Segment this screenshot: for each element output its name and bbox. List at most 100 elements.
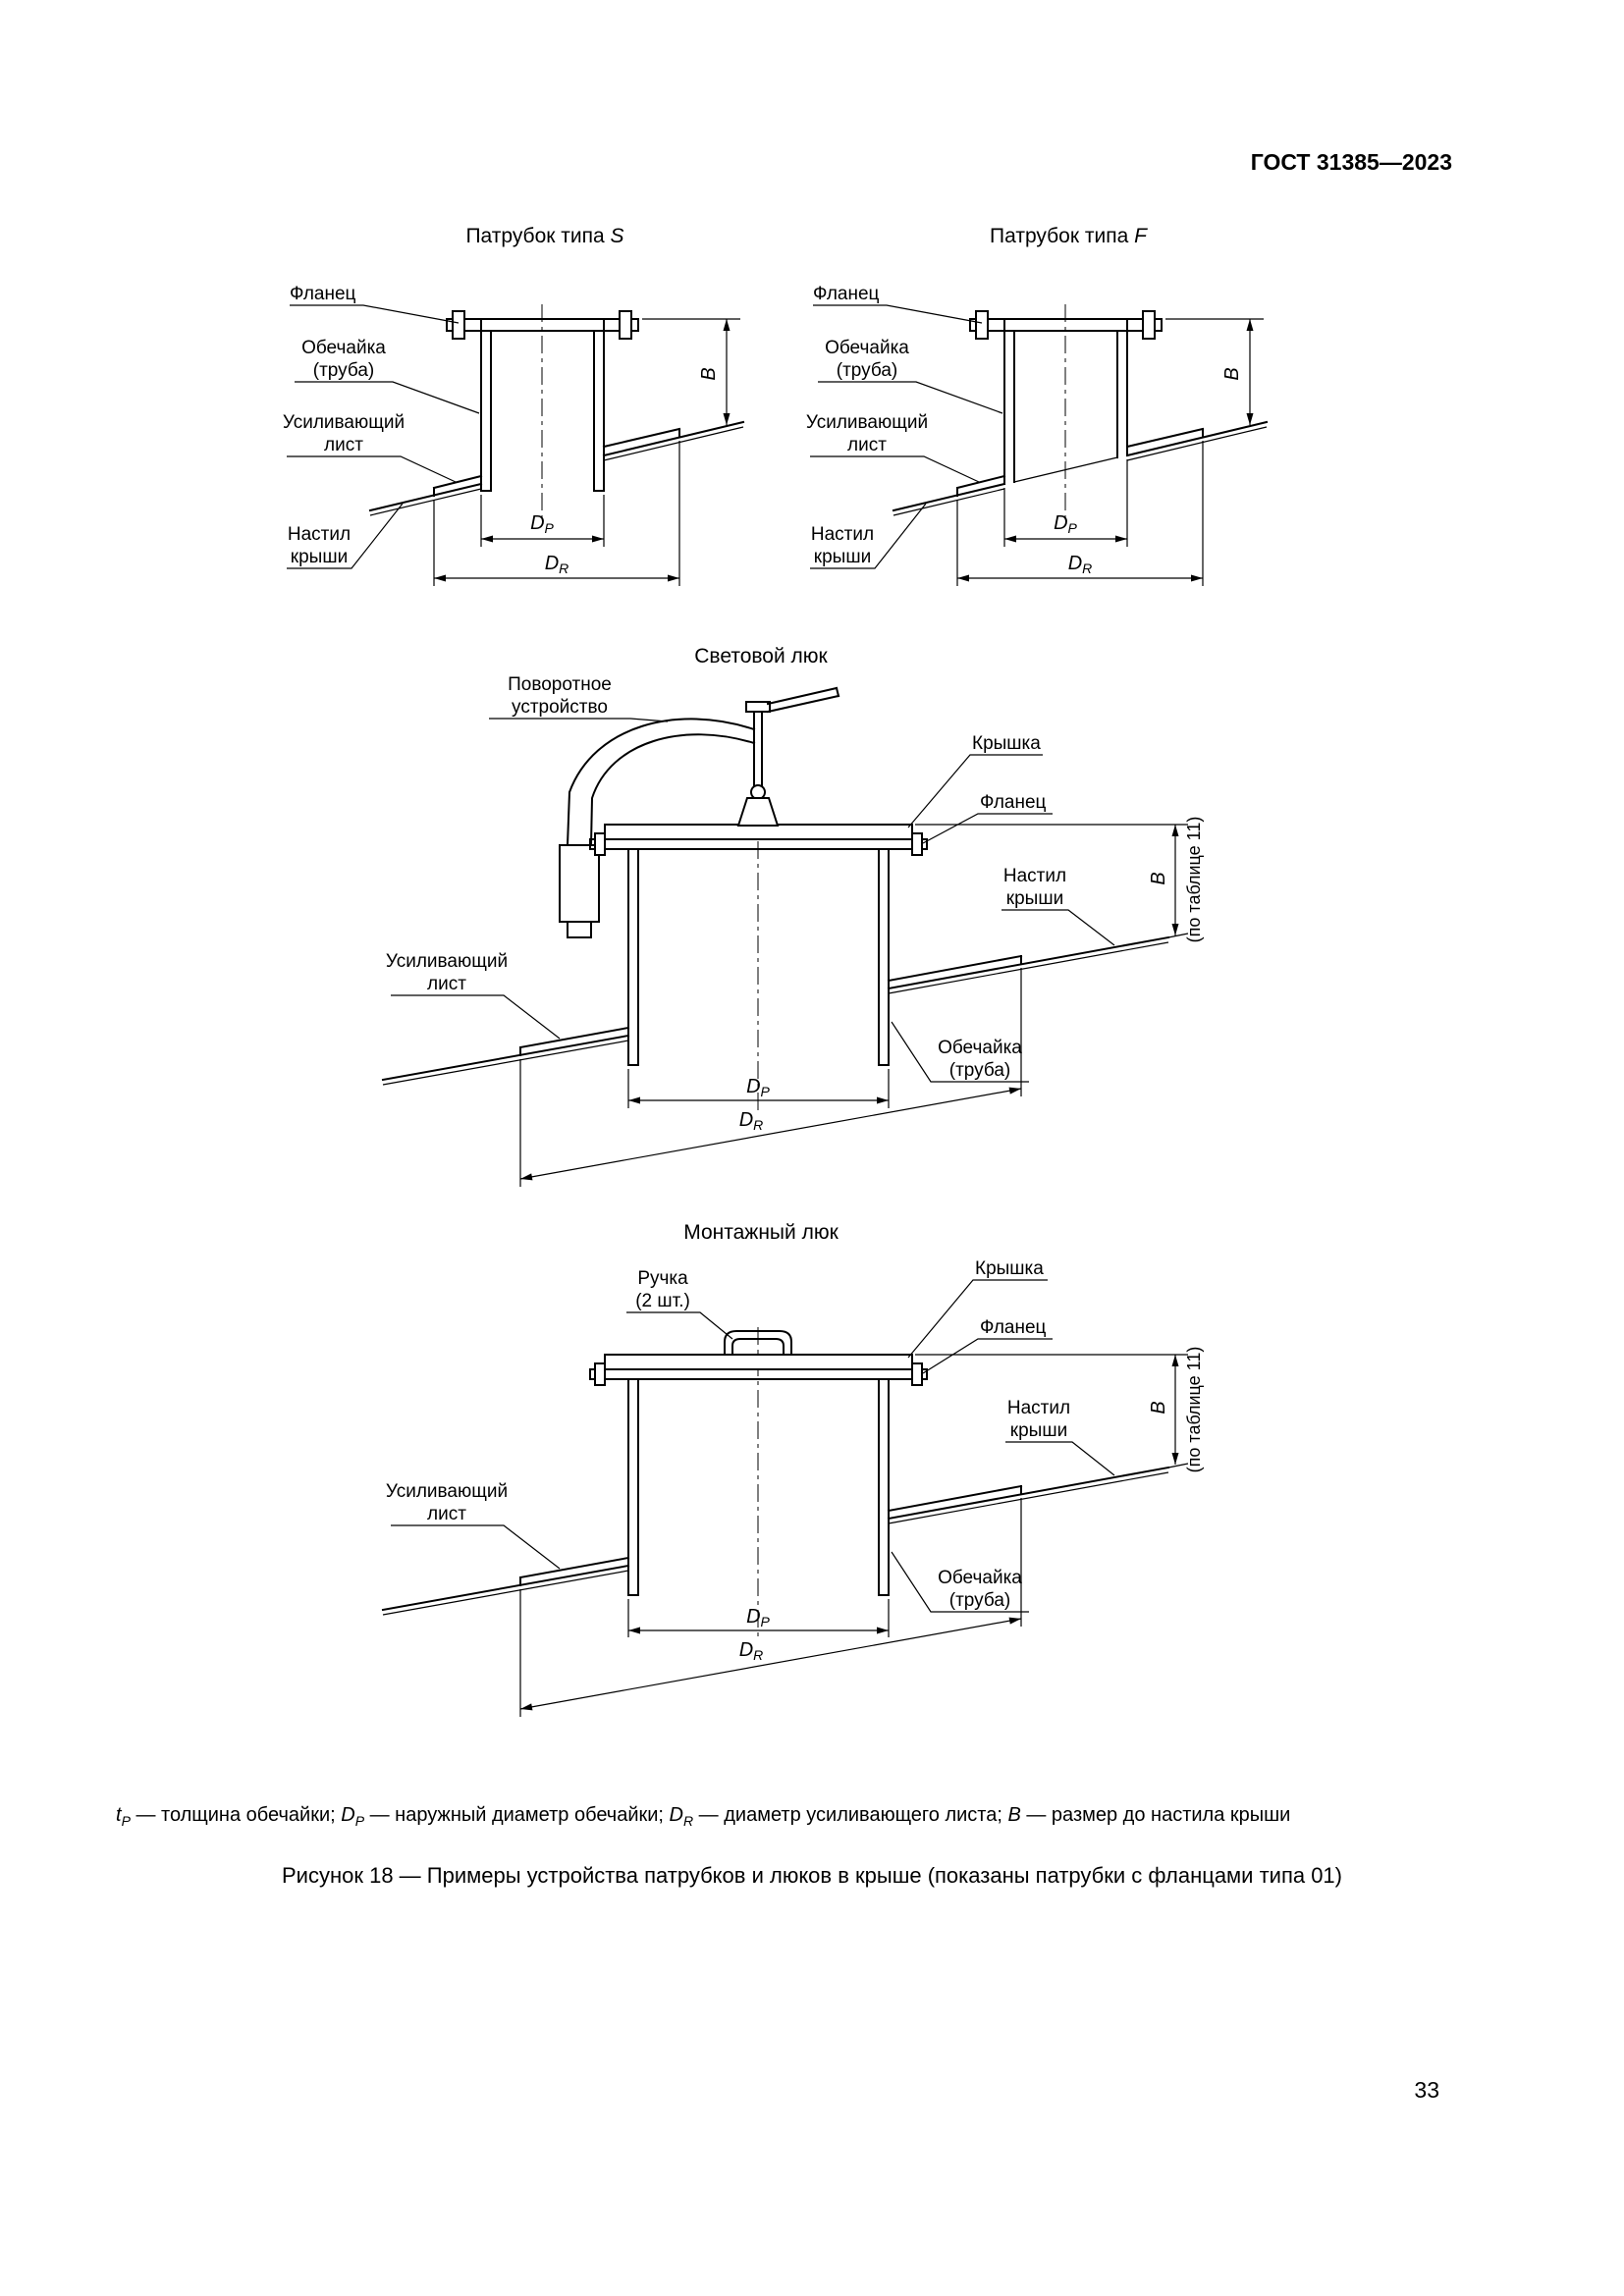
label-roof-deck: Настил крыши [810, 503, 927, 569]
label-reinf-text1: Усиливающий [386, 1481, 508, 1502]
dim-dp-label: DP [746, 1606, 770, 1629]
label-deck-text2: крыши [291, 547, 348, 567]
label-reinf-text1: Усиливающий [806, 412, 928, 433]
dimension-b: B [1165, 318, 1264, 425]
diagram-mounting-hatch: Монтажный люк Ручка [381, 1221, 1204, 1717]
label-reinf-text2: лист [427, 1504, 466, 1524]
label-handle-text2: (2 шт.) [635, 1291, 690, 1311]
diagram-title-nozzle-f: Патрубок типа F [990, 225, 1148, 247]
dim-dr-label: DR [739, 1109, 764, 1133]
label-reinforcing-plate: Усиливающий лист [386, 1481, 561, 1570]
footnote-text-1: — толщина обечайки; [130, 1804, 342, 1826]
dimension-dr: DR [956, 441, 1204, 586]
label-shell-text1: Обечайка [825, 338, 909, 358]
label-flange: Фланец [922, 1317, 1053, 1374]
label-cover-text: Крышка [975, 1258, 1044, 1279]
roof-deck-drawing [381, 933, 1189, 1086]
footnote-sub-p1: P [121, 1813, 131, 1829]
dim-b-label: B [1148, 872, 1169, 884]
label-deck-text1: Настил [811, 524, 874, 545]
footnote-text-3: — диаметр усиливающего листа; [693, 1804, 1008, 1826]
dimension-dr: DR [519, 1498, 1022, 1717]
label-shell: Обечайка (труба) [295, 338, 480, 414]
dimension-b: B (по таблице 11) [915, 1347, 1204, 1473]
dimension-dr: DR [433, 441, 680, 586]
diagram-title-mounting-hatch: Монтажный люк [683, 1221, 839, 1244]
footnote-sub-r: R [683, 1813, 694, 1829]
label-handle-text1: Ручка [637, 1268, 688, 1289]
label-shell-text1: Обечайка [938, 1038, 1022, 1058]
reinforcing-plate-drawing [955, 427, 1205, 497]
roof-deck-drawing [381, 1463, 1189, 1616]
label-swivel-text2: устройство [512, 697, 608, 718]
dim-dr-label: DR [1068, 553, 1093, 576]
label-reinf-text2: лист [427, 974, 466, 994]
dim-b-note: (по таблице 11) [1184, 1347, 1204, 1473]
label-swivel-device: Поворотное устройство [489, 674, 669, 722]
label-roof-deck: Настил крыши [1001, 866, 1115, 946]
label-deck-text1: Настил [1003, 866, 1066, 886]
dimension-dp: DP [1003, 459, 1128, 547]
dim-b-label: B [698, 367, 720, 380]
pipe-shell-drawing [1003, 318, 1128, 485]
dimension-dp: DP [480, 495, 605, 547]
label-reinf-text2: лист [324, 435, 363, 455]
footnote-sub-p2: P [354, 1813, 365, 1829]
diagram-title-nozzle-s: Патрубок типа S [465, 225, 623, 247]
dim-dp-label: DP [1054, 512, 1077, 536]
label-reinf-text1: Усиливающий [283, 412, 405, 433]
label-roof-deck: Настил крыши [1005, 1398, 1115, 1476]
label-deck-text2: крыши [1010, 1420, 1067, 1441]
shell-drawing [627, 1378, 890, 1596]
label-shell-text1: Обечайка [938, 1568, 1022, 1588]
dim-dp-label: DP [746, 1076, 770, 1099]
reinforcing-plate-drawing [432, 427, 681, 497]
label-handle: Ручка (2 шт.) [626, 1268, 733, 1340]
label-deck-text1: Настил [1007, 1398, 1070, 1418]
dim-dp-label: DP [530, 512, 554, 536]
label-cover-text: Крышка [972, 733, 1041, 754]
dim-dr-label: DR [545, 553, 569, 576]
label-reinforcing-plate: Усиливающий лист [806, 412, 980, 483]
label-flange: Фланец [813, 284, 983, 324]
diagram-light-hatch: Световой люк [381, 645, 1204, 1187]
label-shell: Обечайка (труба) [818, 338, 1003, 414]
label-deck-text2: крыши [1006, 888, 1063, 909]
reinforcing-plate-drawing [518, 1484, 1023, 1586]
label-shell: Обечайка (труба) [891, 1021, 1029, 1083]
shell-drawing [627, 848, 890, 1066]
dim-b-label: B [1148, 1401, 1169, 1414]
label-shell-text1: Обечайка [301, 338, 386, 358]
label-swivel-text1: Поворотное [508, 674, 612, 695]
label-flange-text: Фланец [980, 1317, 1047, 1338]
roof-deck-drawing [368, 420, 745, 516]
cover-drawing [604, 784, 913, 840]
label-flange-text: Фланец [290, 284, 356, 304]
label-flange-text: Фланец [813, 284, 880, 304]
label-shell-text2: (труба) [837, 360, 897, 381]
cover-drawing [604, 1354, 913, 1370]
pipe-shell-drawing [480, 318, 605, 492]
label-cover: Крышка [907, 1258, 1048, 1359]
label-flange: Фланец [922, 792, 1053, 844]
flange-drawing [446, 310, 639, 340]
roof-deck-drawing [892, 420, 1269, 516]
diagram-nozzle-type-f: Патрубок типа F Фланец Обечайка (труба) [806, 225, 1269, 586]
label-shell-text2: (труба) [949, 1590, 1010, 1611]
swivel-device-drawing [559, 686, 840, 938]
handle-drawing [724, 1330, 792, 1356]
label-roof-deck: Настил крыши [287, 503, 404, 569]
dim-dr-label: DR [739, 1639, 764, 1663]
label-flange-text: Фланец [980, 792, 1047, 813]
label-deck-text2: крыши [814, 547, 871, 567]
label-reinforcing-plate: Усиливающий лист [283, 412, 457, 483]
diagram-nozzle-type-s: Патрубок типа S Фланец Обечайка (труба) [283, 225, 745, 586]
dimension-b: B (по таблице 11) [915, 817, 1204, 943]
label-deck-text1: Настил [288, 524, 351, 545]
dimension-b: B [642, 318, 740, 425]
label-flange: Фланец [290, 284, 460, 324]
figure-caption: Рисунок 18 — Примеры устройства патрубко… [282, 1863, 1342, 1888]
dim-b-note: (по таблице 11) [1184, 817, 1204, 943]
figure-footnote: tP — толщина обечайки; DP — наружный диа… [116, 1804, 1520, 1829]
